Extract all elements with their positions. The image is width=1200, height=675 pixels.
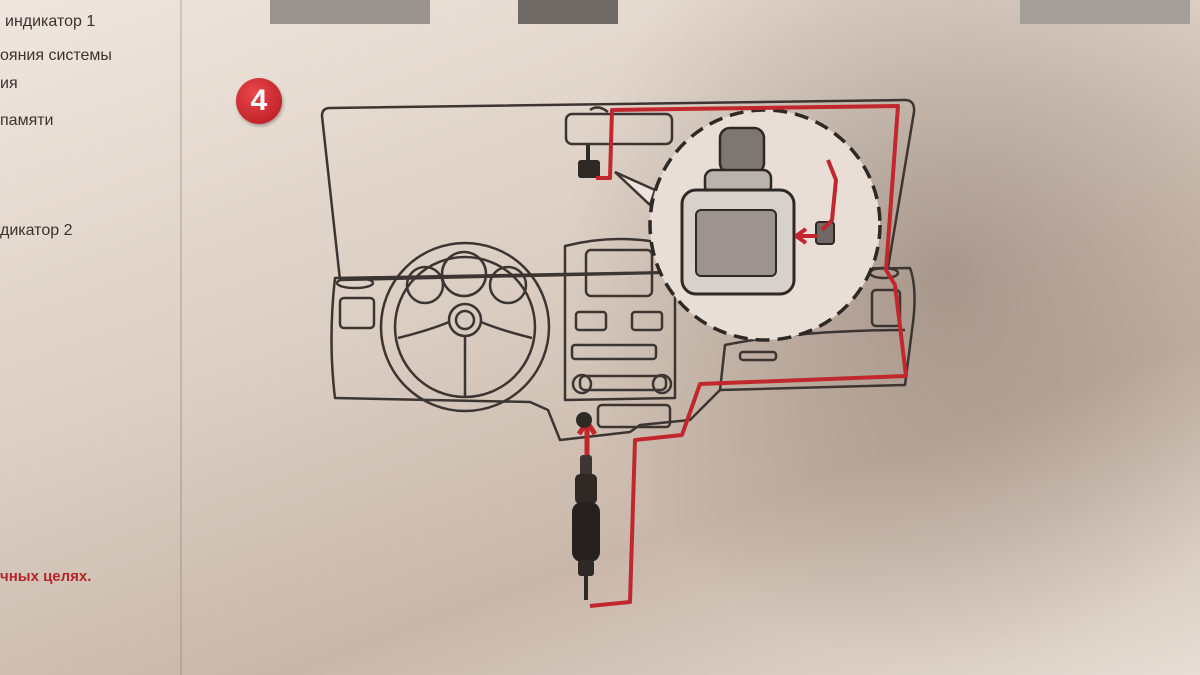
- center-console: [563, 237, 677, 402]
- step-number-badge: 4: [236, 78, 282, 124]
- glovebox-handle: [738, 350, 778, 362]
- dashcam-screen: [695, 209, 777, 277]
- page-fold: [180, 0, 182, 675]
- car-charger-plug: [572, 455, 600, 600]
- top-image-3: [1020, 0, 1190, 24]
- gauge-center: [440, 250, 488, 298]
- text-indicator-1: индикатор 1: [5, 13, 96, 30]
- top-image-2: [518, 0, 618, 24]
- rearview-mirror: [564, 112, 674, 146]
- left-vent: [338, 296, 376, 330]
- power-cable: [589, 104, 908, 608]
- dashcam-mini: [578, 160, 600, 178]
- text-system-status: ояния системы: [0, 47, 112, 64]
- text-footer: чных целях.: [0, 568, 92, 585]
- callout-cable: [820, 159, 839, 232]
- right-vent: [870, 288, 902, 328]
- windshield-outline: [320, 98, 916, 282]
- power-socket: [576, 412, 592, 428]
- console-screen: [584, 248, 654, 298]
- dashboard-outline: [330, 266, 916, 442]
- camera-arrow: [794, 227, 818, 245]
- text-indicator-2: дикатор 2: [0, 222, 73, 239]
- gauge-left: [405, 265, 445, 305]
- text-line-3: ия: [0, 75, 18, 92]
- hand-shadow: [560, 0, 1200, 675]
- top-image-1: [270, 0, 430, 24]
- console-lower: [596, 403, 672, 429]
- camera-callout: [614, 108, 882, 342]
- text-memory: памяти: [0, 112, 54, 129]
- gauge-right: [488, 265, 528, 305]
- steering-wheel: [379, 241, 551, 413]
